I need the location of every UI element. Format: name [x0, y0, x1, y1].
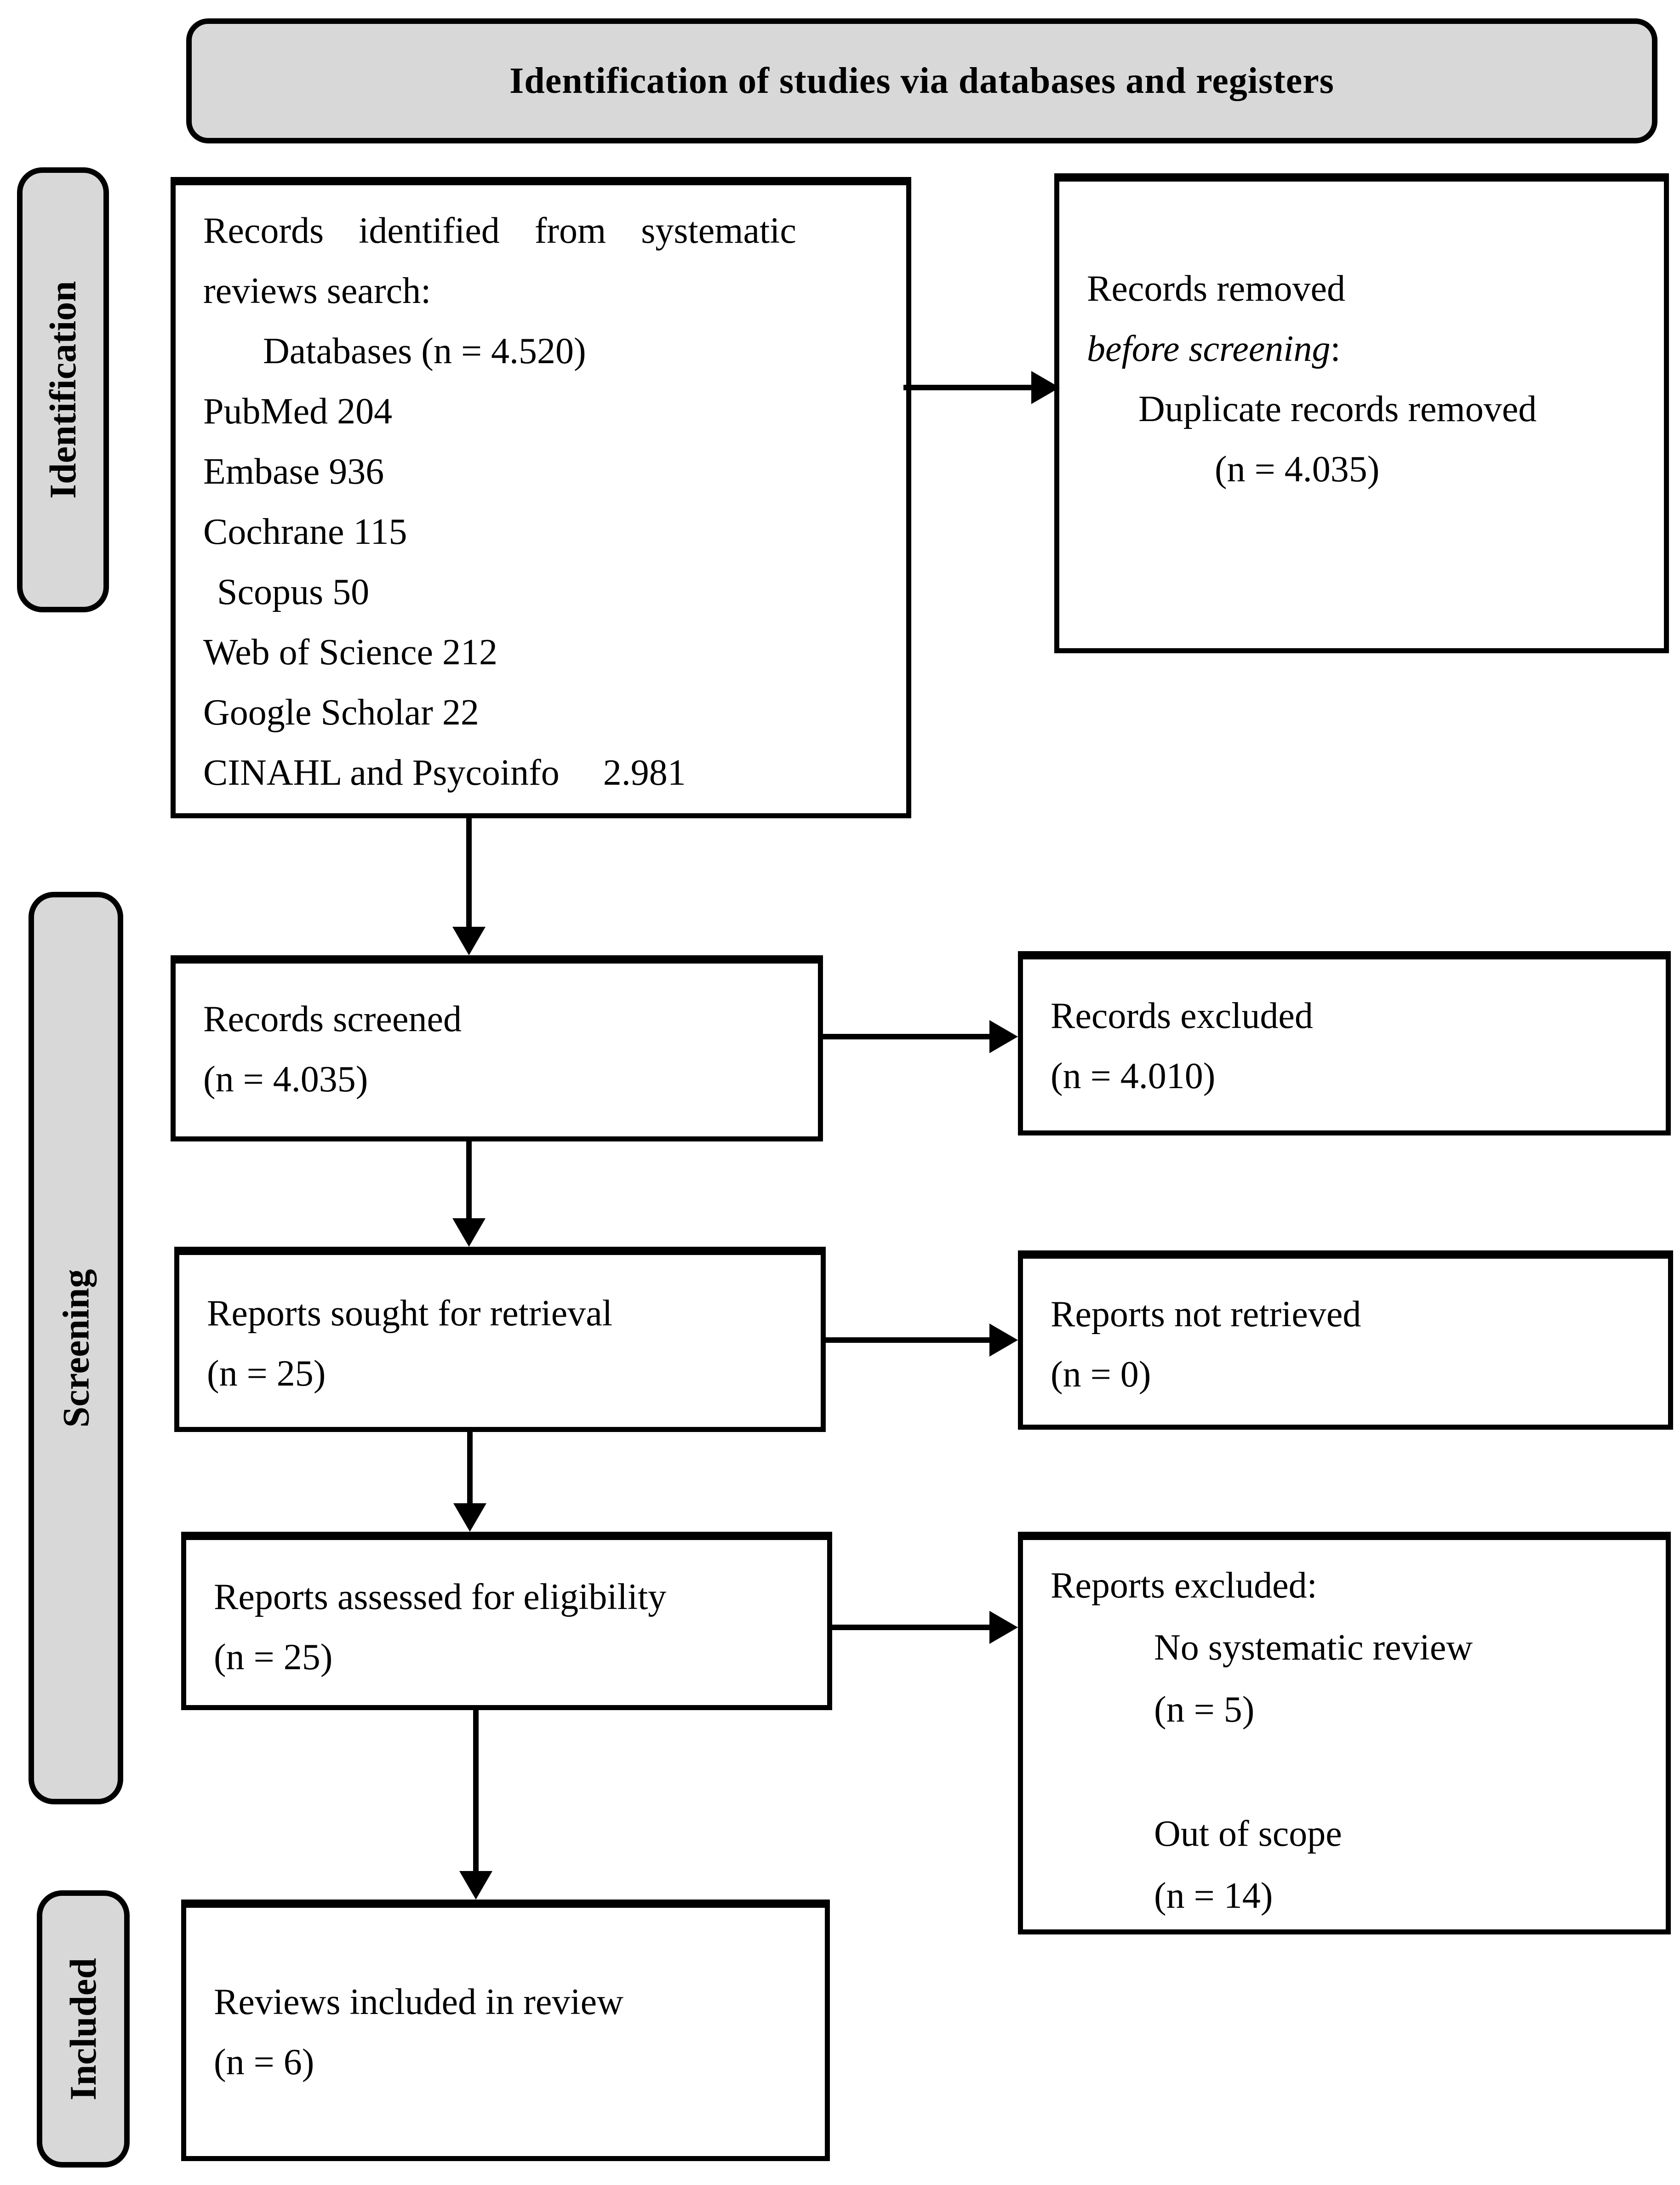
- box-text-line: Cochrane 115: [203, 512, 407, 552]
- cinahl-label: CINAHL and Psycoinfo: [203, 753, 560, 793]
- box-text-line: Records screened: [203, 999, 462, 1039]
- box-reviews-included: Reviews included in review (n = 6): [181, 1900, 830, 2161]
- box-text-line: Duplicate records removed: [1138, 389, 1537, 429]
- box-text-line: Records excluded: [1051, 996, 1313, 1036]
- arrow-assessed-to-excluded: [832, 1625, 991, 1630]
- arrow-screened-to-excluded: [823, 1034, 991, 1039]
- stage-label-identification: Identification: [17, 167, 109, 612]
- box-records-removed: Records removed before screening: Duplic…: [1054, 173, 1669, 653]
- stage-label-included: Included: [37, 1890, 130, 2168]
- box-text-line: Reports not retrieved: [1051, 1294, 1361, 1335]
- box-reports-excluded: Reports excluded: No systematic review (…: [1018, 1532, 1671, 1934]
- box-text-line: (n = 5): [1154, 1689, 1255, 1730]
- box-text-line: reviews search:: [203, 271, 431, 311]
- box-records-identified: Records identified from systematic revie…: [171, 177, 911, 818]
- arrow-identified-to-removed: [903, 385, 1032, 390]
- box-text-line: Out of scope: [1154, 1814, 1342, 1854]
- box-reports-not-retrieved: Reports not retrieved (n = 0): [1018, 1250, 1673, 1430]
- box-text-line: (n = 6): [214, 2042, 314, 2082]
- arrow-head: [1031, 371, 1060, 404]
- box-text-line: (n = 14): [1154, 1876, 1273, 1916]
- stage-label-included-text: Included: [62, 1957, 104, 2100]
- box-text-line: (n = 4.035): [1215, 449, 1380, 490]
- arrow-identified-to-screened: [466, 818, 472, 928]
- box-text-line: PubMed 204: [203, 391, 393, 432]
- box-text-line: (n = 4.010): [1051, 1056, 1216, 1096]
- box-text-line: Reports excluded:: [1051, 1565, 1317, 1606]
- arrow-head: [453, 1503, 486, 1532]
- arrow-head: [452, 927, 486, 955]
- box-text-line: (n = 25): [207, 1353, 326, 1394]
- box-text-line: No systematic review: [1154, 1627, 1473, 1668]
- box-text-line: Web of Science 212: [203, 632, 497, 673]
- box-records-excluded: Records excluded (n = 4.010): [1018, 951, 1671, 1135]
- arrow-sought-to-not-retrieved: [826, 1337, 991, 1343]
- stage-label-screening: Screening: [29, 892, 123, 1804]
- arrow-head: [989, 1611, 1018, 1644]
- box-text-line: Embase 936: [203, 451, 384, 492]
- box-text-line: Records identified from systematic: [203, 211, 796, 251]
- box-text-line: Records removed: [1087, 268, 1346, 309]
- arrow-screened-to-sought: [466, 1141, 472, 1220]
- box-text-line: (n = 0): [1051, 1354, 1151, 1395]
- stage-label-screening-text: Screening: [55, 1269, 97, 1427]
- arrow-head: [989, 1020, 1018, 1053]
- box-text-line: Databases (n = 4.520): [263, 331, 586, 371]
- diagram-title: Identification of studies via databases …: [509, 60, 1334, 101]
- arrow-head: [989, 1324, 1018, 1357]
- title-banner: Identification of studies via databases …: [186, 18, 1657, 143]
- box-reports-assessed: Reports assessed for eligibility (n = 25…: [181, 1532, 832, 1710]
- box-text-line: Google Scholar 22: [203, 692, 479, 733]
- box-text-line: Reports assessed for eligibility: [214, 1577, 667, 1617]
- box-text-line: (n = 4.035): [203, 1059, 368, 1100]
- box-text-line: before screening:: [1087, 319, 1639, 379]
- box-text-line: (n = 25): [214, 1637, 333, 1677]
- arrow-assessed-to-included: [473, 1710, 479, 1873]
- box-text-line: Scopus 50: [217, 572, 370, 612]
- arrow-head: [452, 1218, 486, 1247]
- box-reports-sought: Reports sought for retrieval (n = 25): [174, 1247, 826, 1432]
- box-records-screened: Records screened (n = 4.035): [171, 955, 823, 1141]
- cinahl-value: 2.981: [603, 753, 686, 793]
- before-screening-colon: :: [1330, 329, 1341, 369]
- before-screening-italic: before screening: [1087, 329, 1331, 369]
- box-text-line: CINAHL and Psycoinfo 2.981: [203, 743, 881, 803]
- arrow-head: [459, 1871, 492, 1900]
- arrow-sought-to-assessed: [467, 1432, 473, 1506]
- box-text-line: Reports sought for retrieval: [207, 1293, 612, 1334]
- box-text-line: Reviews included in review: [214, 1982, 623, 2022]
- stage-label-identification-text: Identification: [42, 281, 84, 499]
